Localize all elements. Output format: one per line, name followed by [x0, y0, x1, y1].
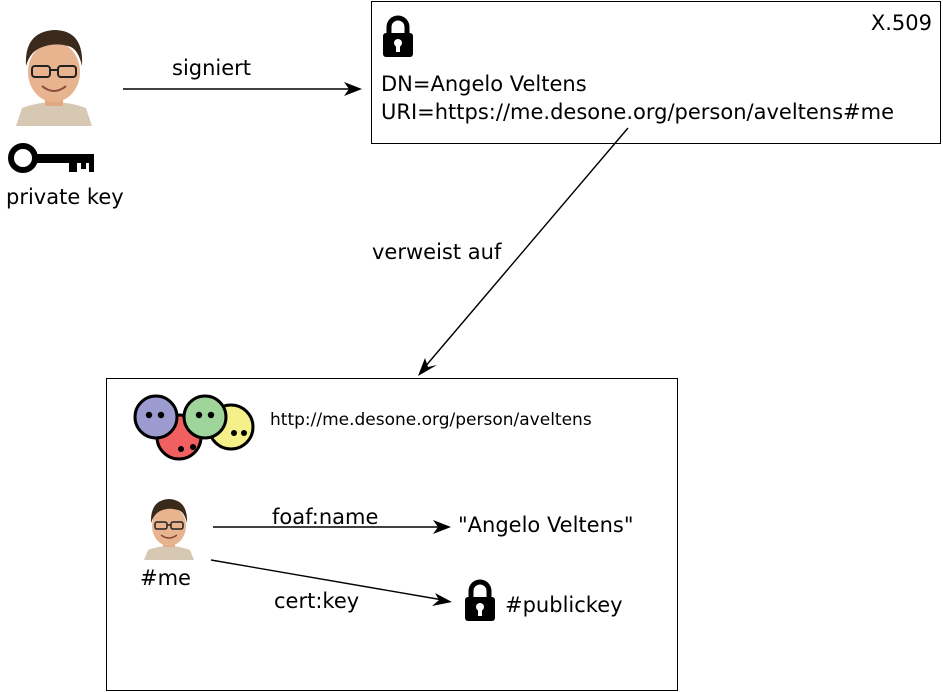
foaf-name-arrow	[213, 520, 451, 534]
certificate-dn: DN=Angelo Veltens	[381, 72, 587, 96]
refers-to-arrow	[418, 127, 629, 376]
lock-icon	[465, 579, 495, 621]
person-avatar-icon	[12, 22, 96, 126]
name-literal: "Angelo Veltens"	[458, 513, 634, 537]
cert-key-arrow	[210, 559, 452, 606]
refers-to-label: verweist auf	[372, 240, 502, 264]
foaf-logo-icon	[133, 394, 255, 461]
key-icon	[8, 143, 94, 173]
foaf-name-predicate: foaf:name	[272, 505, 379, 529]
certificate-uri: URI=https://me.desone.org/person/avelten…	[381, 100, 895, 124]
signs-label: signiert	[172, 56, 252, 80]
person-avatar-icon	[142, 494, 196, 560]
public-key-label: #publickey	[505, 593, 623, 617]
subject-me-label: #me	[140, 566, 191, 590]
x509-certificate-box: X.509 DN=Angelo Veltens URI=https://me.d…	[371, 1, 941, 144]
signs-arrow	[123, 82, 362, 96]
foaf-profile-box: http://me.desone.org/person/aveltens #me…	[106, 378, 678, 691]
certificate-type-label: X.509	[870, 11, 932, 35]
private-key-caption: private key	[6, 185, 124, 209]
profile-url: http://me.desone.org/person/aveltens	[270, 410, 592, 430]
person-photo-top	[12, 22, 96, 126]
lock-icon	[383, 15, 413, 57]
cert-key-predicate: cert:key	[274, 589, 360, 613]
